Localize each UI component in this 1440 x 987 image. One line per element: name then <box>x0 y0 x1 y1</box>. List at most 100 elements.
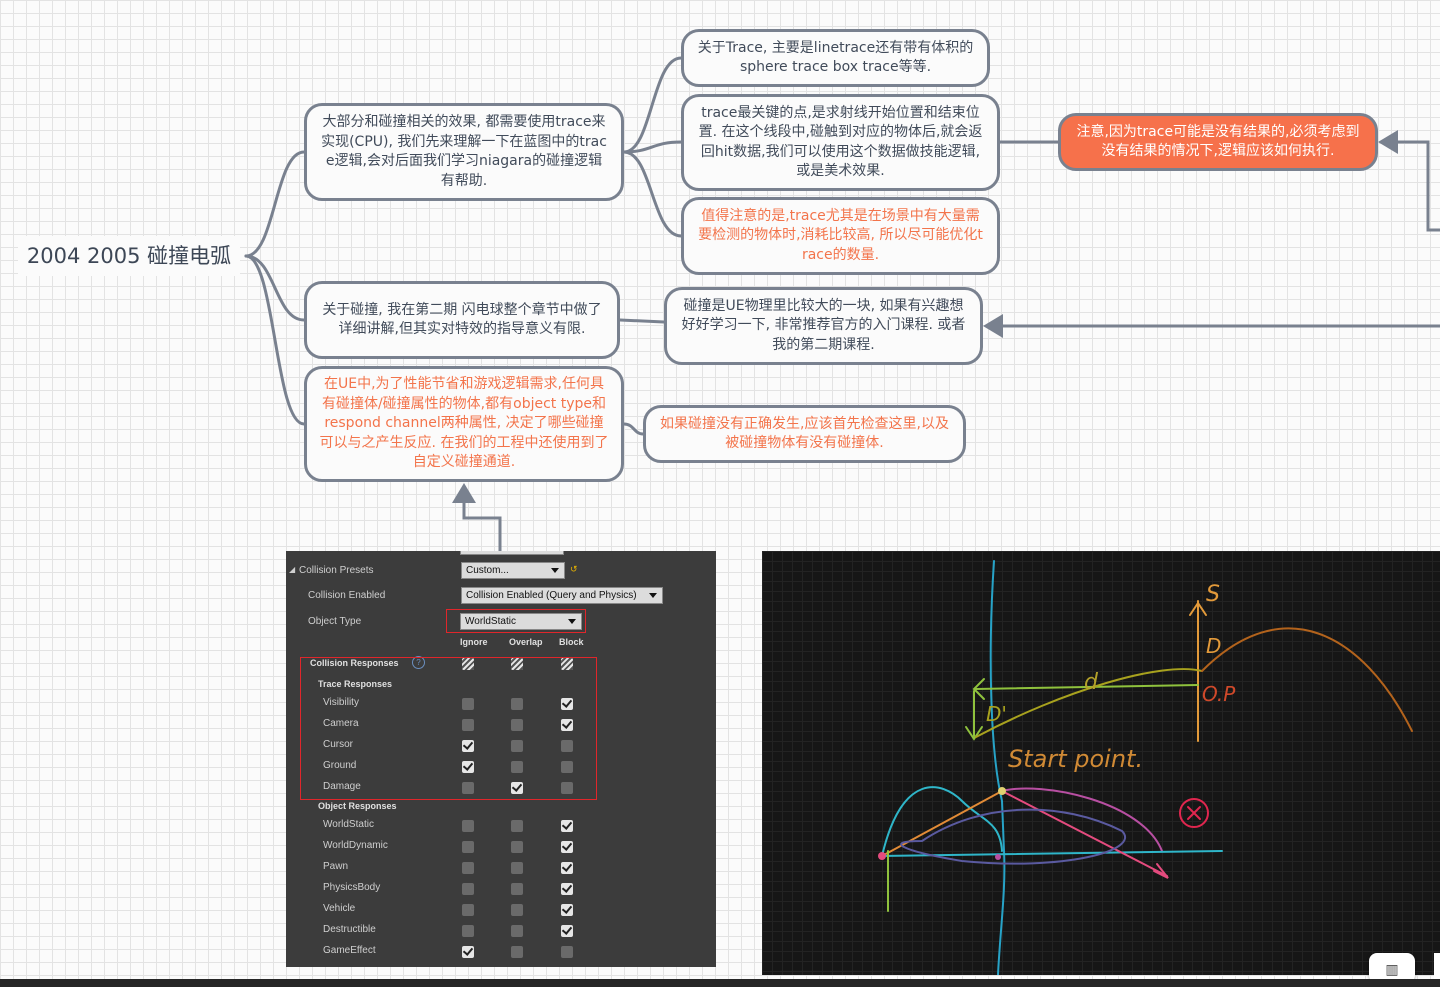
object-row-ignore-checkbox[interactable] <box>462 883 474 895</box>
trace-row-label: Ground <box>323 760 357 771</box>
object-row-block-checkbox[interactable] <box>561 820 573 832</box>
collision-enabled-dropdown[interactable]: Collision Enabled (Query and Physics) <box>461 587 663 604</box>
object-row-label: GameEffect <box>323 945 376 956</box>
object-type-label: Object Type <box>308 616 362 627</box>
topic-ue-physics-course[interactable]: 碰撞是UE物理里比较大的一块, 如果有兴趣想好好学习一下, 非常推荐官方的入门课… <box>664 287 983 365</box>
object-row-overlap-checkbox[interactable] <box>511 946 523 958</box>
topic-collision-lesson[interactable]: 关于碰撞, 我在第二期 闪电球整个章节中做了详细讲解,但其实对特效的指导意义有限… <box>304 281 620 359</box>
sketch-label-d-small: d <box>1084 670 1099 695</box>
object-row-block-checkbox[interactable] <box>561 904 573 916</box>
sketch-target-cross <box>1187 806 1201 820</box>
all-block-checkbox[interactable] <box>561 658 573 670</box>
trace-row-ignore-checkbox[interactable] <box>462 698 474 710</box>
topic-trace-no-result-note[interactable]: 注意,因为trace可能是没有结果的,必须考虑到没有结果的情况下,逻辑应该如何执… <box>1058 113 1378 171</box>
object-row-block-checkbox[interactable] <box>561 883 573 895</box>
collision-responses-label: Collision Responses <box>310 658 399 668</box>
trace-row-label: Camera <box>323 718 359 729</box>
object-row-label: Destructible <box>323 924 376 935</box>
trace-row-ignore-checkbox[interactable] <box>462 761 474 773</box>
object-row-ignore-checkbox[interactable] <box>462 946 474 958</box>
trace-row-block-checkbox[interactable] <box>561 698 573 710</box>
reset-icon[interactable]: ↺ <box>570 564 578 574</box>
object-row-overlap-checkbox[interactable] <box>511 904 523 916</box>
trace-row-overlap-checkbox[interactable] <box>511 719 523 731</box>
trace-row-overlap-checkbox[interactable] <box>511 761 523 773</box>
sketch-center-dot <box>995 854 1001 860</box>
sketch-diagonal-line <box>975 668 1203 738</box>
expand-arrow-icon[interactable]: ◢ <box>289 565 296 574</box>
column-ignore: Ignore <box>460 637 488 647</box>
trace-row-label: Damage <box>323 781 361 792</box>
collision-presets-value: Custom... <box>466 565 509 576</box>
collision-enabled-value: Collision Enabled (Query and Physics) <box>466 590 637 601</box>
sketch-label-start: Start point. <box>1008 745 1143 773</box>
collision-settings-image: ◢ Collision Presets Custom... ↺ Collisio… <box>286 551 716 967</box>
responses-highlight <box>300 657 597 800</box>
map-toggle-button[interactable]: ▥ <box>1369 953 1415 983</box>
trace-row-block-checkbox[interactable] <box>561 740 573 752</box>
object-type-highlight <box>446 609 586 633</box>
trace-row-block-checkbox[interactable] <box>561 719 573 731</box>
sketch-start-dot <box>998 787 1006 795</box>
sketch-image: S D d D' O.P Start point. <box>762 551 1440 975</box>
help-icon[interactable]: ? <box>412 656 425 669</box>
topic-collision-check[interactable]: 如果碰撞没有正确发生,应该首先检查这里,以及被碰撞物体有没有碰撞体. <box>643 405 966 463</box>
trace-row-overlap-checkbox[interactable] <box>511 740 523 752</box>
trace-row-ignore-checkbox[interactable] <box>462 740 474 752</box>
collision-presets-dropdown[interactable]: Custom... <box>461 562 565 579</box>
topic-trace-cost[interactable]: 值得注意的是,trace尤其是在场景中有大量需要检测的物体时,消耗比较高, 所以… <box>681 197 1000 275</box>
trace-row-ignore-checkbox[interactable] <box>462 719 474 731</box>
sketch-magenta-arc <box>1001 787 1163 852</box>
chevron-down-icon <box>568 619 576 624</box>
topic-trace-key-points[interactable]: trace最关键的点,是求射线开始位置和结束位置. 在这个线段中,碰触到对应的物… <box>681 94 1000 191</box>
object-row-overlap-checkbox[interactable] <box>511 862 523 874</box>
chevron-down-icon <box>551 568 559 573</box>
trace-responses-label: Trace Responses <box>318 679 393 689</box>
column-block: Block <box>559 637 584 647</box>
sketch-d-arrowhead <box>972 678 985 700</box>
map-icon: ▥ <box>1385 962 1399 978</box>
trace-row-overlap-checkbox[interactable] <box>511 698 523 710</box>
sketch-vertical-line <box>989 560 1006 975</box>
chevron-down-icon <box>649 593 657 598</box>
object-type-dropdown[interactable]: WorldStatic <box>460 613 582 630</box>
object-row-ignore-checkbox[interactable] <box>462 841 474 853</box>
object-row-block-checkbox[interactable] <box>561 925 573 937</box>
object-row-label: WorldDynamic <box>323 840 388 851</box>
sketch-ellipse <box>900 808 1126 865</box>
collision-presets-label: Collision Presets <box>299 565 374 576</box>
sketch-cyan-arc-1 <box>881 786 1003 857</box>
sketch-red-arrow <box>1001 790 1168 877</box>
trace-row-ignore-checkbox[interactable] <box>462 782 474 794</box>
object-row-ignore-checkbox[interactable] <box>462 862 474 874</box>
object-row-block-checkbox[interactable] <box>561 946 573 958</box>
trace-row-block-checkbox[interactable] <box>561 761 573 773</box>
sketch-s-arrowhead <box>1189 601 1207 616</box>
bottom-bar <box>0 979 1440 987</box>
collision-enabled-label: Collision Enabled <box>308 590 386 601</box>
object-row-ignore-checkbox[interactable] <box>462 820 474 832</box>
topic-trace-types[interactable]: 关于Trace, 主要是linetrace还有带有体积的sphere trace… <box>681 29 990 87</box>
object-row-label: PhysicsBody <box>323 882 381 893</box>
all-overlap-checkbox[interactable] <box>511 658 523 670</box>
object-row-label: Vehicle <box>323 903 356 914</box>
object-row-ignore-checkbox[interactable] <box>462 904 474 916</box>
topic-trace-intro[interactable]: 大部分和碰撞相关的效果, 都需要使用trace来实现(CPU), 我们先来理解一… <box>304 103 624 201</box>
column-overlap: Overlap <box>509 637 543 647</box>
sketch-orange-line <box>881 790 1003 857</box>
object-row-overlap-checkbox[interactable] <box>511 883 523 895</box>
object-row-overlap-checkbox[interactable] <box>511 841 523 853</box>
object-row-block-checkbox[interactable] <box>561 862 573 874</box>
object-row-overlap-checkbox[interactable] <box>511 820 523 832</box>
object-row-overlap-checkbox[interactable] <box>511 925 523 937</box>
root-topic[interactable]: 2004 2005 碰撞电弧 <box>18 236 240 276</box>
object-row-ignore-checkbox[interactable] <box>462 925 474 937</box>
sketch-orange-arc <box>1201 627 1413 732</box>
trace-row-block-checkbox[interactable] <box>561 782 573 794</box>
all-ignore-checkbox[interactable] <box>462 658 474 670</box>
trace-row-overlap-checkbox[interactable] <box>511 782 523 794</box>
side-button[interactable] <box>1434 953 1440 983</box>
sketch-label-s: S <box>1206 582 1220 607</box>
topic-object-type-channel[interactable]: 在UE中,为了性能节省和游戏逻辑需求,任何具有碰撞体/碰撞属性的物体,都有obj… <box>304 366 624 482</box>
object-row-block-checkbox[interactable] <box>561 841 573 853</box>
